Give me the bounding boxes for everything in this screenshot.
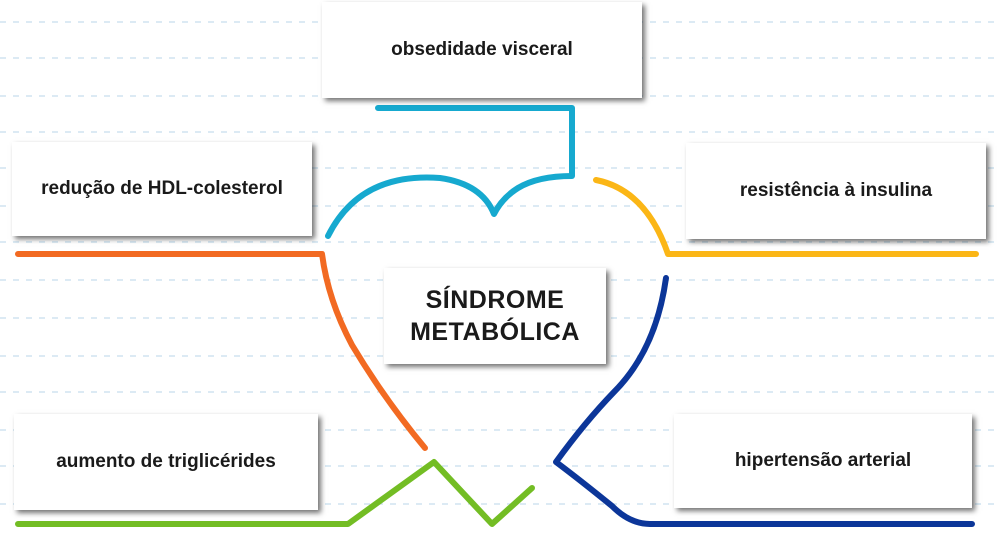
- factor-box-left-upper: redução de HDL-colesterol: [12, 142, 312, 236]
- factor-label-top: obsedidade visceral: [391, 39, 573, 60]
- factor-box-right-lower: hipertensão arterial: [674, 414, 972, 508]
- factor-label-right-lower: hipertensão arterial: [734, 450, 912, 471]
- factor-box-right-upper: resistência à insulina: [686, 143, 986, 239]
- factor-label-left-upper: redução de HDL-colesterol: [41, 178, 283, 199]
- right-lower-connector-line: [553, 275, 975, 527]
- factor-label-left-lower: aumento de triglicérides: [56, 451, 276, 472]
- factor-label-right-upper: resistência à insulina: [739, 180, 933, 201]
- left-upper-connector-line: [15, 251, 428, 451]
- left-lower-connector-line: [15, 459, 535, 527]
- right-upper-connector-line: [593, 177, 979, 257]
- top-connector-line: [325, 105, 575, 239]
- factor-box-left-lower: aumento de triglicérides: [14, 414, 318, 510]
- factor-box-top: obsedidade visceral: [322, 2, 642, 98]
- central-title-box: SÍNDROME METABÓLICA: [384, 268, 606, 364]
- central-title-line-1: SÍNDROME: [425, 286, 565, 314]
- central-title-line-2: METABÓLICA: [410, 318, 580, 346]
